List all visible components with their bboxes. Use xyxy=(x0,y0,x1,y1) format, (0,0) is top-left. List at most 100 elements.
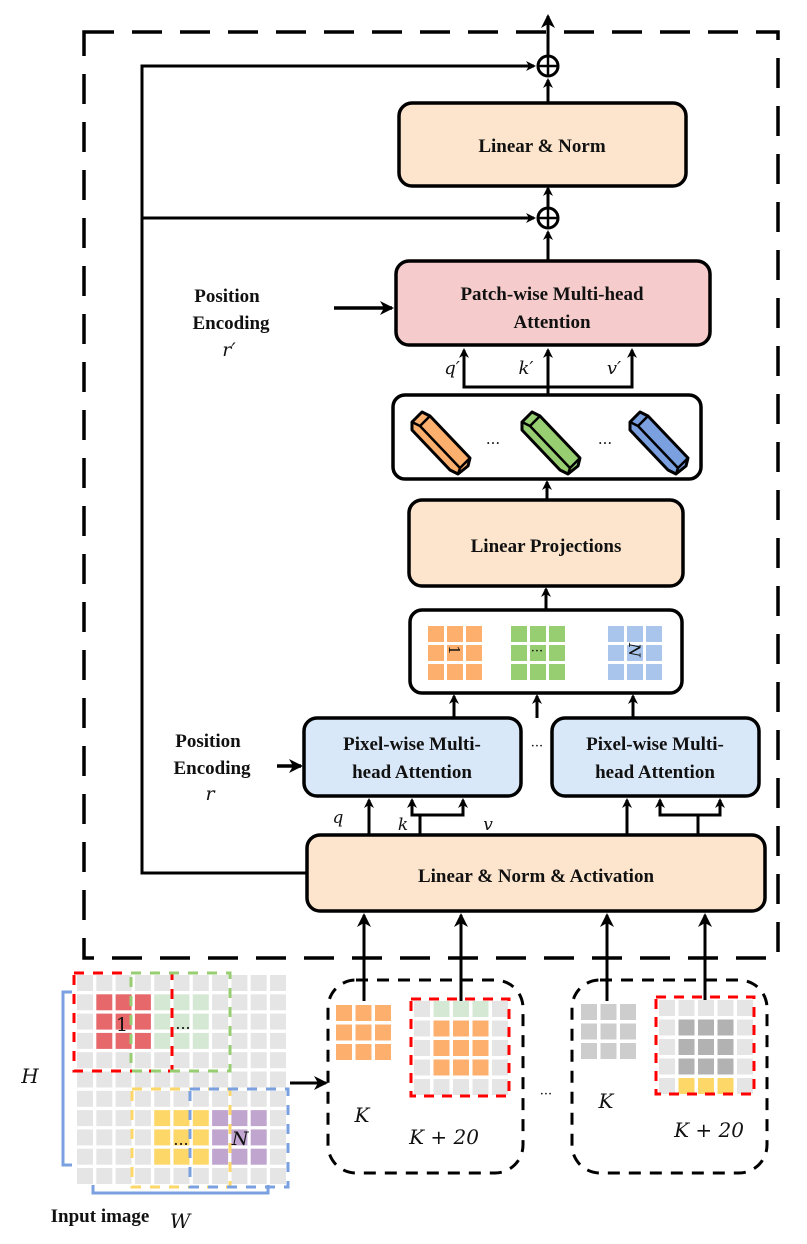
pixel-cell xyxy=(192,1148,209,1165)
v-prime-label: v′ xyxy=(607,358,621,379)
grid-cell xyxy=(433,1059,450,1076)
pixel-cell xyxy=(173,1071,190,1088)
pixel-cell xyxy=(192,1071,209,1088)
add-node-middle xyxy=(536,206,560,230)
pixel-cell xyxy=(212,1032,229,1049)
grid-cell xyxy=(646,664,662,680)
pixel-cell xyxy=(270,1110,286,1127)
grid-cell xyxy=(511,626,527,642)
grid-cell xyxy=(608,664,624,680)
q-prime-label: q′ xyxy=(444,358,460,379)
pixel-cell xyxy=(173,1090,190,1107)
input-image-grid xyxy=(77,975,286,1184)
grid-cell xyxy=(447,664,463,680)
grid-cell xyxy=(530,645,546,661)
group-2-k20-window xyxy=(654,995,756,1096)
linear-norm-label: Linear & Norm xyxy=(478,136,606,157)
position-encoding-top-symbol: r′ xyxy=(222,339,236,361)
group-2-k-patch xyxy=(581,1004,636,1059)
pixel-cell xyxy=(173,1013,190,1030)
pixel-cell xyxy=(134,1148,151,1165)
grid-cell xyxy=(414,1001,430,1017)
pixel-cell xyxy=(231,994,248,1011)
pixel-cell xyxy=(77,1148,93,1165)
pixel-cell xyxy=(115,1013,132,1030)
grid-cell xyxy=(608,626,624,642)
pixel-cell xyxy=(77,1129,93,1146)
patch-grid-middle-label: ··· xyxy=(531,644,543,659)
grid-cell xyxy=(355,1024,372,1041)
pixel-cell xyxy=(96,1071,113,1088)
pixel-cell xyxy=(77,1032,93,1049)
pixel-cell xyxy=(115,1090,132,1107)
pixel-cell xyxy=(154,1110,171,1127)
pixel-cell xyxy=(212,1090,229,1107)
grid-cell xyxy=(737,1058,753,1075)
grid-cell xyxy=(659,1058,675,1075)
grid-cell xyxy=(646,645,662,661)
grid-cell xyxy=(659,1039,675,1055)
pixel-cell xyxy=(192,1168,209,1184)
linear-norm-block[interactable]: Linear & Norm xyxy=(397,101,688,188)
pixel-cell xyxy=(250,994,267,1011)
pixel-wise-attention-block-2[interactable]: Pixel-wise Multi- head Attention xyxy=(550,716,761,798)
grid-cell xyxy=(414,1079,430,1095)
grid-cell xyxy=(678,1078,695,1094)
patch-wise-attention-block[interactable]: Patch-wise Multi-head Attention xyxy=(394,259,712,347)
pixel-attention-2-label-2: head Attention xyxy=(595,762,715,783)
grid-cell xyxy=(472,1001,489,1017)
grid-cell xyxy=(717,1000,734,1016)
grid-cell xyxy=(530,664,546,680)
group-2-k-label: K xyxy=(598,1089,615,1113)
pixel-cell xyxy=(134,1013,151,1030)
grid-cell xyxy=(453,1079,469,1095)
grid-cell xyxy=(492,1059,508,1076)
pixel-attention-1-label-1: Pixel-wise Multi- xyxy=(343,734,481,755)
grid-cell xyxy=(717,1019,734,1036)
group-1-k20-window xyxy=(409,997,511,1098)
grid-cell xyxy=(453,1059,469,1076)
grid-cell xyxy=(433,1079,450,1095)
pixel-cell xyxy=(115,1168,132,1184)
grid-cell xyxy=(428,645,444,661)
pixel-cell xyxy=(96,1013,113,1030)
grid-cell xyxy=(717,1039,734,1055)
pixel-cell xyxy=(212,1071,229,1088)
pixel-cell xyxy=(115,1032,132,1049)
input-image-title: Input image xyxy=(51,1206,150,1227)
grid-cell xyxy=(466,664,482,680)
pixel-cell xyxy=(77,1052,93,1069)
token-ellipsis-2: ··· xyxy=(598,434,612,452)
grid-cell xyxy=(414,1059,430,1076)
pixel-cell xyxy=(77,1013,93,1030)
grid-cell xyxy=(466,626,482,642)
pixel-cell xyxy=(173,1129,190,1146)
pixel-cell xyxy=(154,1148,171,1165)
grid-cell xyxy=(433,1040,450,1056)
token-orange xyxy=(410,410,472,476)
patch-grid-last-label: N xyxy=(625,642,644,658)
pixel-cell xyxy=(96,1052,113,1069)
pixel-wise-attention-block-1[interactable]: Pixel-wise Multi- head Attention xyxy=(302,716,523,798)
pixel-cell xyxy=(212,1013,229,1030)
linear-projections-block[interactable]: Linear Projections xyxy=(407,498,685,588)
token-blue xyxy=(628,410,690,476)
residual-connection-outer xyxy=(140,61,536,875)
pixel-cell xyxy=(231,1168,248,1184)
linear-norm-activation-block[interactable]: Linear & Norm & Activation xyxy=(305,833,767,913)
grid-cell xyxy=(737,1000,753,1016)
grid-cell xyxy=(472,1020,489,1037)
pixel-cell xyxy=(173,1032,190,1049)
pixel-cell xyxy=(250,975,267,991)
grid-cell xyxy=(659,1078,675,1094)
k-label: k xyxy=(398,815,408,835)
grid-cell xyxy=(453,1040,469,1056)
grid-cell xyxy=(472,1079,489,1095)
pixel-cell xyxy=(250,1110,267,1127)
pixel-cell xyxy=(270,1129,286,1146)
grid-cell xyxy=(375,1024,391,1041)
pixel-cell xyxy=(77,1110,93,1127)
group-2-k20-label: K + 20 xyxy=(673,1118,744,1142)
grid-cell xyxy=(355,1005,372,1021)
